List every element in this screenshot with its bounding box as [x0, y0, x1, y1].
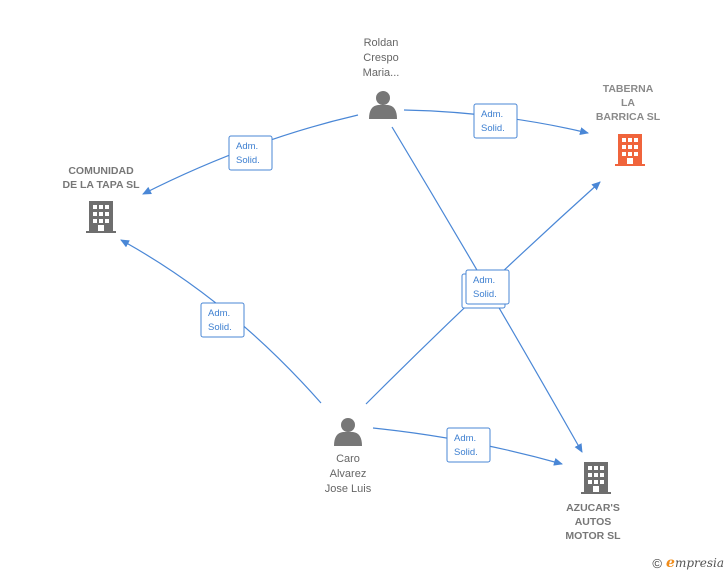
building-icon[interactable]: [581, 462, 611, 494]
edge-label-caro-comunidad: Adm. Solid.: [200, 302, 245, 338]
node-label-azucars[interactable]: AZUCAR'S AUTOS MOTOR SL: [565, 502, 621, 542]
building-icon[interactable]: [615, 134, 645, 166]
edge-label-center: Adm. Solid.: [465, 269, 510, 305]
node-label-comunidad[interactable]: COMUNIDAD DE LA TAPA SL: [62, 165, 140, 191]
person-icon[interactable]: [334, 418, 362, 446]
svg-text:Solid.: Solid.: [454, 447, 478, 458]
svg-text:Solid.: Solid.: [236, 155, 260, 166]
svg-text:Adm.: Adm.: [473, 275, 495, 286]
node-label-caro[interactable]: Caro Alvarez Jose Luis: [324, 453, 372, 495]
node-label-taberna[interactable]: TABERNA LA BARRICA SL: [595, 83, 661, 123]
svg-text:Adm.: Adm.: [236, 141, 258, 152]
svg-text:Adm.: Adm.: [208, 308, 230, 319]
svg-text:Solid.: Solid.: [473, 289, 497, 300]
edge-label-roldan-taberna: Adm. Solid.: [473, 103, 518, 139]
svg-text:Solid.: Solid.: [208, 322, 232, 333]
copyright-symbol: ©: [652, 555, 663, 571]
svg-text:Adm.: Adm.: [454, 433, 476, 444]
brand-logo: empresia: [666, 555, 724, 571]
person-icon[interactable]: [369, 91, 397, 119]
footer-brand: © empresia: [652, 555, 724, 571]
svg-text:Solid.: Solid.: [481, 123, 505, 134]
edge-label-caro-azucars: Adm. Solid.: [446, 427, 491, 463]
node-label-roldan[interactable]: Roldan Crespo Maria...: [362, 37, 400, 79]
edge-label-roldan-comunidad: Adm. Solid.: [228, 135, 273, 171]
building-icon[interactable]: [86, 201, 116, 233]
svg-text:Adm.: Adm.: [481, 109, 503, 120]
